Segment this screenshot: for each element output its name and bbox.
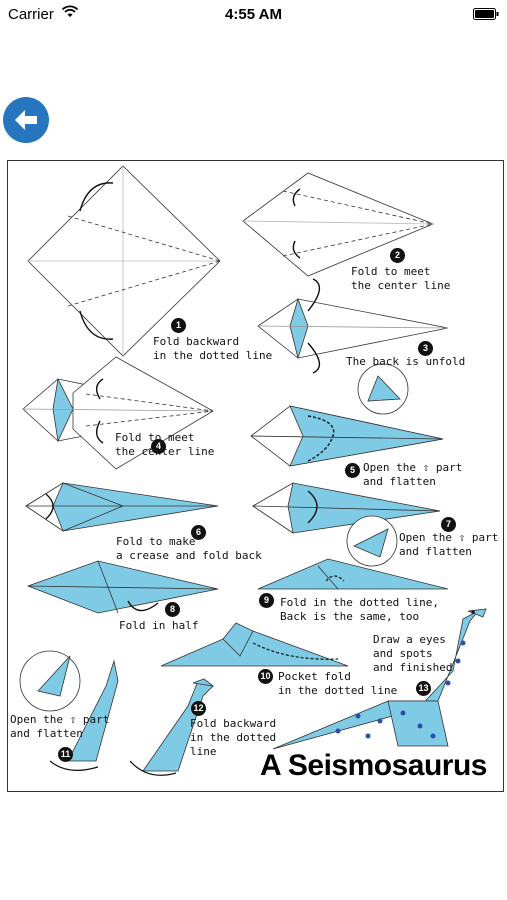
- step-2-number: 2: [390, 248, 405, 263]
- step-12-label: Fold backward in the dotted line: [190, 717, 277, 758]
- step-12-number: 12: [191, 701, 206, 716]
- step-1-number: 1: [171, 318, 186, 333]
- step-9-label: Fold in the dotted line, Back is the sam…: [280, 596, 439, 623]
- step-7-label: Open the ⇧ part and flatten: [399, 531, 499, 558]
- step-4-number: 4: [151, 439, 166, 454]
- step-6-number: 6: [191, 525, 206, 540]
- step-6-label: Fold to make a crease and fold back: [116, 535, 262, 562]
- carrier-label: Carrier: [8, 6, 54, 23]
- step-3-label: The back is unfold: [346, 355, 466, 368]
- step-3-number: 3: [418, 341, 433, 356]
- back-button[interactable]: [3, 97, 49, 143]
- wifi-icon: [62, 5, 78, 17]
- step-7-number: 7: [441, 517, 456, 532]
- step-1-label: Fold backward in the dotted line: [153, 335, 273, 362]
- step-13-label: Draw a eyes and spots and finished: [373, 633, 453, 674]
- step-9-number: 9: [259, 593, 274, 608]
- step-4-label: Fold to meet the center line: [115, 431, 215, 458]
- step-13-number: 13: [416, 681, 431, 696]
- step-8-number: 8: [165, 602, 180, 617]
- diagram-title: A Seismosaurus: [260, 749, 487, 782]
- clock: 4:55 AM: [225, 6, 282, 23]
- origami-illustration: [19, 165, 487, 776]
- step-8-label: Fold in half: [119, 619, 199, 632]
- step-11-label: Open the ⇧ part and flatten: [10, 713, 110, 740]
- step-11-number: 11: [58, 747, 73, 762]
- step-5-number: 5: [345, 463, 360, 478]
- step-10-label: Pocket fold in the dotted line: [278, 670, 398, 697]
- step-5-label: Open the ⇧ part and flatten: [363, 461, 463, 488]
- step-10-number: 10: [258, 669, 273, 684]
- arrow-left-icon: [15, 110, 37, 130]
- step-2-label: Fold to meet the center line: [351, 265, 451, 292]
- origami-diagram: 1 2 3 4 5 6 7 8 9 10 11 12 13 Fold backw…: [7, 160, 504, 792]
- status-bar: Carrier 4:55 AM: [0, 0, 507, 28]
- battery-icon: [473, 8, 499, 20]
